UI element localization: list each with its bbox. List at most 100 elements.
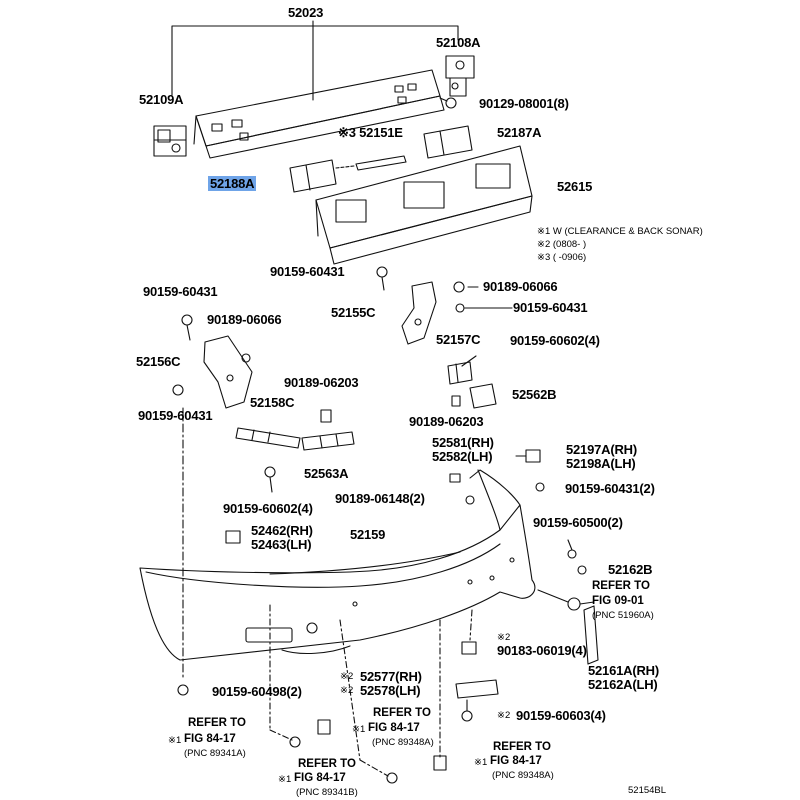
bracket-52155c	[401, 281, 437, 345]
ref3-line1[interactable]: REFER TO	[373, 707, 431, 719]
sensor-c	[386, 772, 398, 784]
sensor-bracket-d	[433, 755, 447, 771]
bolt-90159-60603	[461, 699, 473, 722]
retainer-52157c	[447, 361, 473, 385]
label-52463-lh[interactable]: 52463(LH)	[251, 537, 312, 552]
bracket-52156c	[203, 335, 253, 409]
bolt-90159-60431-a	[376, 266, 388, 291]
ref1-line2[interactable]: FIG 09-01	[592, 595, 644, 607]
ref2-line3: (PNC 89341A)	[184, 748, 246, 759]
piece-52197a	[515, 449, 541, 463]
energy-absorber	[315, 145, 533, 265]
label-90159-60498[interactable]: 90159-60498(2)	[212, 684, 302, 699]
mark-90183: ※2	[497, 632, 511, 643]
label-52563a[interactable]: 52563A	[304, 466, 349, 481]
label-90159-60431-c[interactable]: 90159-60431	[513, 300, 588, 315]
label-52198a-lh[interactable]: 52198A(LH)	[566, 456, 636, 471]
label-90159-60500[interactable]: 90159-60500(2)	[533, 515, 623, 530]
ref5-mark: ※1	[474, 757, 488, 768]
label-90159-60431-d[interactable]: 90159-60431	[138, 408, 213, 423]
label-52161a-rh[interactable]: 52161A(RH)	[588, 663, 659, 678]
label-90159-60431-e[interactable]: 90159-60431(2)	[565, 481, 655, 496]
clip-90183	[461, 641, 477, 655]
label-52157c[interactable]: 52157C	[436, 332, 481, 347]
mark-52578: ※2	[340, 685, 354, 696]
label-90189-06203-b[interactable]: 90189-06203	[409, 414, 484, 429]
label-90189-06066-a[interactable]: 90189-06066	[207, 312, 282, 327]
bolt-90159-60431-e	[535, 482, 545, 492]
sensor-leaders	[269, 604, 473, 777]
label-52151e[interactable]: ※3 52151E	[338, 125, 403, 140]
label-52156c[interactable]: 52156C	[136, 354, 181, 369]
label-52562b[interactable]: 52562B	[512, 387, 557, 402]
bolt-90159-60431-d	[172, 384, 184, 396]
ref5-line3: (PNC 89348A)	[492, 770, 554, 781]
ref2-line1[interactable]: REFER TO	[188, 717, 246, 729]
label-90189-06203-a[interactable]: 90189-06203	[284, 375, 359, 390]
bolt-90159-60498	[177, 684, 189, 696]
pad-52462	[225, 530, 241, 544]
bracket-52109a	[153, 125, 187, 157]
label-52109a[interactable]: 52109A	[139, 92, 184, 107]
mark-90159-60603: ※2	[497, 710, 511, 721]
ref5-line2[interactable]: FIG 84-17	[490, 755, 542, 767]
ref4-line2[interactable]: FIG 84-17	[294, 772, 346, 784]
ref4-mark: ※1	[278, 774, 292, 785]
note-1: ※1 W (CLEARANCE & BACK SONAR)	[537, 226, 703, 237]
label-52162a-lh[interactable]: 52162A(LH)	[588, 677, 658, 692]
ref3-line3: (PNC 89348A)	[372, 737, 434, 748]
label-52162b[interactable]: 52162B	[608, 562, 653, 577]
label-52155c[interactable]: 52155C	[331, 305, 376, 320]
label-52108a[interactable]: 52108A	[436, 35, 481, 50]
ref5-line1[interactable]: REFER TO	[493, 741, 551, 753]
sensor-a	[289, 736, 301, 748]
bracket-52577	[455, 679, 499, 699]
label-52187a[interactable]: 52187A	[497, 125, 542, 140]
label-90189-06066-b[interactable]: 90189-06066	[483, 279, 558, 294]
note-3: ※3 ( -0906)	[537, 252, 587, 263]
label-52023[interactable]: 52023	[288, 5, 324, 20]
ref4-line3: (PNC 89341B)	[296, 787, 358, 798]
label-52158c[interactable]: 52158C	[250, 395, 295, 410]
label-90159-60431-a[interactable]: 90159-60431	[270, 264, 345, 279]
label-90159-60431-b[interactable]: 90159-60431	[143, 284, 218, 299]
label-52581-rh[interactable]: 52581(RH)	[432, 435, 494, 450]
clip-52162b	[577, 565, 587, 575]
bolt-90129	[439, 97, 457, 109]
ref3-mark: ※1	[352, 724, 366, 735]
clip-90189-06066-b	[453, 281, 465, 293]
ref2-mark: ※1	[168, 735, 182, 746]
label-90189-06148[interactable]: 90189-06148(2)	[335, 491, 425, 506]
label-90159-60603[interactable]: 90159-60603(4)	[516, 708, 606, 723]
pad-52188a	[289, 159, 337, 193]
figure-id: 52154BL	[628, 785, 667, 796]
bolt-90159-60500	[567, 539, 577, 559]
retainer-52562b	[469, 383, 497, 409]
label-90159-60602-a[interactable]: 90159-60602(4)	[510, 333, 600, 348]
ref4-line1[interactable]: REFER TO	[298, 758, 356, 770]
ref2-line2[interactable]: FIG 84-17	[184, 733, 236, 745]
bumper-cover	[139, 469, 536, 661]
label-90129-08001[interactable]: 90129-08001(8)	[479, 96, 569, 111]
label-90159-60602-b[interactable]: 90159-60602(4)	[223, 501, 313, 516]
tow-hook-ref	[537, 589, 595, 611]
clip-90189-06148	[465, 495, 475, 505]
bracket-52108a	[445, 55, 475, 97]
ref3-line2[interactable]: FIG 84-17	[368, 722, 420, 734]
bumper-reinforcement	[193, 69, 445, 159]
label-52615[interactable]: 52615	[557, 179, 593, 194]
label-52582-lh[interactable]: 52582(LH)	[432, 449, 493, 464]
label-52578-lh[interactable]: 52578(LH)	[360, 683, 421, 698]
label-52577-rh[interactable]: 52577(RH)	[360, 669, 422, 684]
label-52462-rh[interactable]: 52462(RH)	[251, 523, 313, 538]
label-52188a-highlighted[interactable]: 52188A	[208, 176, 257, 191]
label-52197a-rh[interactable]: 52197A(RH)	[566, 442, 637, 457]
pad-52187a	[423, 125, 473, 159]
label-52159[interactable]: 52159	[350, 527, 386, 542]
spacer-52151e	[335, 155, 407, 171]
label-90183-06019[interactable]: 90183-06019(4)	[497, 643, 587, 658]
ref1-line1[interactable]: REFER TO	[592, 580, 650, 592]
note-2: ※2 (0808- )	[537, 239, 587, 250]
